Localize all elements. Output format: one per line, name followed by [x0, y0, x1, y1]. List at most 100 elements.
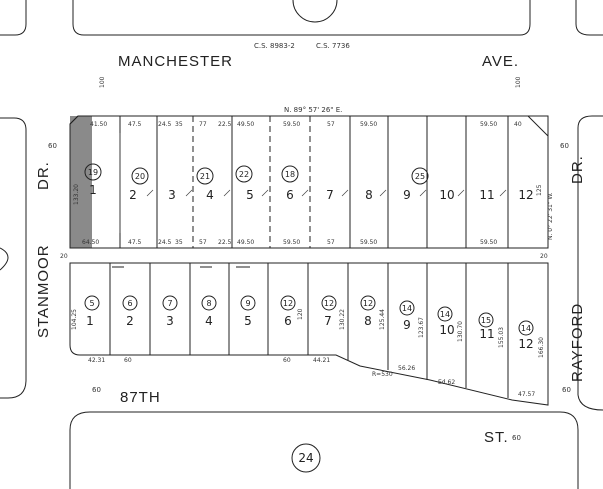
survey-ref-1: C.S. 8983-2: [254, 42, 295, 50]
north-parcel-18: 18: [285, 170, 295, 179]
north-top-dim-8: 59.50: [283, 121, 300, 128]
north-lot-12: 12: [518, 188, 533, 202]
south-bottom-dim-10: Ed.62: [438, 379, 455, 386]
south-curve-radius: R=530: [372, 371, 393, 378]
north-bottom-dim-6: 22.5: [218, 239, 232, 246]
south-lot-3: 3: [166, 314, 174, 328]
map-page-number: 24: [298, 451, 313, 465]
bearing-north: N. 89° 57' 26" E.: [284, 106, 342, 114]
north-top-dim-2: 47.5: [128, 121, 142, 128]
north-parcel-circles: 19 20 21 22 18 25: [84, 163, 429, 185]
south-parcel-4: 8: [206, 299, 211, 308]
width-e-mid: 20: [540, 253, 548, 260]
south-lot-12: 12: [518, 337, 533, 351]
north-parcel-20: 20: [135, 172, 145, 181]
south-bottom-dim-7: 44.21: [313, 357, 330, 364]
south-lot-2: 2: [126, 314, 134, 328]
south-dimensions: 104.25 120 130.22 125.44 123.67 130.70 1…: [71, 308, 545, 398]
north-parcel-22: 22: [239, 170, 249, 179]
south-bottom-dim-1: 42.31: [88, 357, 105, 364]
north-bottom-dim-4: 35: [175, 239, 183, 246]
north-top-dim-12: 40: [514, 121, 522, 128]
street-87th-suffix: ST.: [484, 429, 509, 446]
north-parcel-21: 21: [200, 172, 210, 181]
north-lot-numbers: 1 2 3 4 5 6 7 8 9 10 11 12: [89, 183, 533, 202]
south-lot-1: 1: [86, 314, 94, 328]
south-depth-6: 120: [297, 308, 304, 320]
north-top-dim-1: 41.50: [90, 121, 107, 128]
south-depth-7: 130.22: [339, 309, 346, 330]
north-dimensions: 41.50 47.5 24.5 35 77 22.5 49.50 59.50 5…: [73, 121, 543, 246]
south-parcel-1: 5: [89, 299, 94, 308]
south-bottom-dim-6: 60: [283, 357, 291, 364]
north-lot-4: 4: [206, 188, 214, 202]
north-lot-6: 6: [286, 188, 294, 202]
south-parcel-12: 14: [521, 324, 531, 333]
north-bottom-dim-1: 64.50: [82, 239, 99, 246]
south-parcel-7: 12: [324, 299, 334, 308]
north-bottom-dim-8: 59.50: [283, 239, 300, 246]
south-depth-8: 125.44: [379, 309, 386, 330]
south-depth-1: 104.25: [71, 309, 78, 330]
north-bottom-dim-9: 57: [327, 239, 335, 246]
north-top-dim-5: 77: [199, 121, 207, 128]
south-block: [69, 262, 549, 406]
north-block: [69, 115, 549, 249]
south-lot-7: 7: [324, 314, 332, 328]
north-bottom-dim-5: 57: [199, 239, 207, 246]
south-lot-9: 9: [403, 318, 411, 332]
street-87th: 87TH: [120, 389, 161, 406]
north-lot-10: 10: [439, 188, 454, 202]
north-lot-1: 1: [89, 183, 97, 197]
width-se: 60: [562, 386, 571, 394]
survey-ref-2: C.S. 7736: [316, 42, 350, 50]
south-lot-11: 11: [479, 327, 494, 341]
north-lot-5: 5: [246, 188, 254, 202]
south-parcel-5: 9: [245, 299, 250, 308]
north-bottom-dim-11: 59.50: [480, 239, 497, 246]
north-top-dim-4: 35: [175, 121, 183, 128]
south-depth-11: 155.03: [498, 327, 505, 348]
north-lot-3: 3: [168, 188, 176, 202]
north-top-dim-11: 59.50: [480, 121, 497, 128]
north-bottom-dim-7: 49.50: [237, 239, 254, 246]
north-top-dim-6: 22.5: [218, 121, 232, 128]
top-map-reference-circle: [292, 0, 338, 23]
width-sw: 60: [92, 386, 101, 394]
south-parcel-8: 12: [363, 299, 373, 308]
south-lot-5: 5: [244, 314, 252, 328]
north-top-dim-7: 49.50: [237, 121, 254, 128]
north-bottom-dim-2: 47.5: [128, 239, 142, 246]
street-stanmoor: STANMOOR: [35, 244, 52, 338]
south-depth-12: 166.30: [538, 337, 545, 358]
north-lot-1-shade: [70, 116, 92, 248]
width-st: 60: [512, 434, 521, 442]
north-lot-11: 11: [479, 188, 494, 202]
south-parcel-circles: 5 6 7 8 9 12 12 12 14 14 15 14: [84, 295, 534, 336]
north-lot-9: 9: [403, 188, 411, 202]
south-parcel-11: 15: [481, 316, 491, 325]
north-parcel-19: 19: [88, 168, 98, 177]
south-parcel-3: 7: [167, 299, 172, 308]
north-depth-right: 125: [536, 184, 543, 196]
south-lot-6: 6: [284, 314, 292, 328]
lot-line-ticks: [146, 189, 507, 197]
north-top-dim-3: 24.5: [158, 121, 172, 128]
street-manchester-suffix: AVE.: [482, 53, 519, 70]
south-depth-10: 130.70: [457, 321, 464, 342]
north-top-dim-10: 59.50: [360, 121, 377, 128]
street-manchester: MANCHESTER: [118, 53, 233, 70]
south-lot-4: 4: [205, 314, 213, 328]
north-bottom-dim-3: 24.5: [158, 239, 172, 246]
south-parcel-9: 14: [402, 304, 412, 313]
south-parcel-10: 14: [440, 310, 450, 319]
south-bottom-dim-9: 56.26: [398, 365, 415, 372]
width-ne: 100: [515, 76, 522, 88]
south-parcel-2: 6: [127, 299, 132, 308]
street-stanmoor-suffix: DR.: [35, 161, 52, 190]
south-bottom-dim-2: 60: [124, 357, 132, 364]
south-lot-numbers: 1 2 3 4 5 6 7 8 9 10 11 12: [86, 314, 533, 351]
north-bottom-dim-10: 59.50: [360, 239, 377, 246]
south-lot-8: 8: [364, 314, 372, 328]
